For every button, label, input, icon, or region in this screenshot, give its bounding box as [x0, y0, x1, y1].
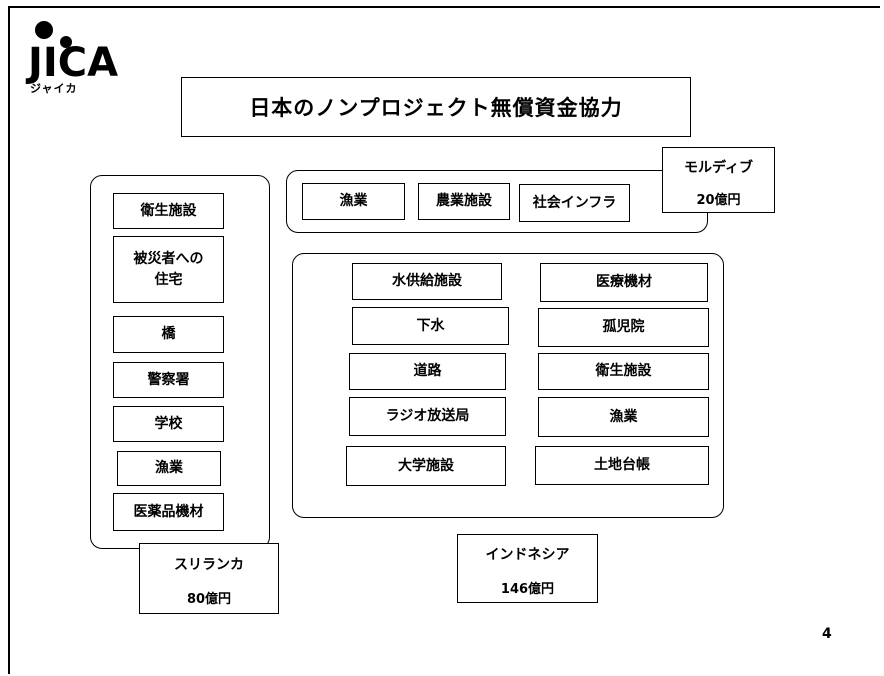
indonesia-item-land-registry: 土地台帳 — [535, 446, 709, 485]
srilanka-name: スリランカ — [174, 557, 244, 573]
jica-logo: JICA — [25, 21, 118, 86]
indonesia-item-sanitation: 衛生施設 — [538, 353, 709, 390]
srilanka-item-bridge: 橋 — [113, 316, 224, 353]
indonesia-item-university: 大学施設 — [346, 446, 506, 486]
srilanka-item-school: 学校 — [113, 406, 224, 442]
srilanka-item-housing: 被災者への 住宅 — [113, 236, 224, 303]
indonesia-label: インドネシア 146億円 — [457, 534, 598, 603]
indonesia-item-roads: 道路 — [349, 353, 506, 390]
indonesia-item-radio: ラジオ放送局 — [349, 397, 506, 436]
maldives-label: モルディブ 20億円 — [662, 147, 775, 213]
srilanka-amount: 80億円 — [186, 592, 232, 607]
page-number: 4 — [822, 626, 832, 642]
indonesia-item-fishery: 漁業 — [538, 397, 709, 437]
maldives-item-fishery: 漁業 — [302, 183, 405, 220]
indonesia-group — [292, 253, 724, 518]
srilanka-item-sanitation: 衛生施設 — [113, 193, 224, 229]
srilanka-item-fishery: 漁業 — [117, 451, 221, 486]
indonesia-item-water-supply: 水供給施設 — [352, 263, 502, 300]
logo-kana: ジャイカ — [30, 82, 78, 95]
maldives-name: モルディブ — [683, 160, 754, 176]
srilanka-label: スリランカ 80億円 — [139, 543, 279, 614]
indonesia-item-orphanage: 孤児院 — [538, 308, 709, 347]
svg-text:JICA: JICA — [25, 40, 118, 86]
indonesia-name: インドネシア — [485, 547, 570, 563]
page-title: 日本のノンプロジェクト無償資金協力 — [181, 77, 691, 137]
indonesia-amount: 146億円 — [500, 582, 555, 597]
indonesia-item-medical-equipment: 医療機材 — [540, 263, 708, 302]
maldives-item-infrastructure: 社会インフラ — [519, 184, 630, 222]
slide-frame — [8, 6, 880, 674]
maldives-item-agriculture: 農業施設 — [418, 183, 510, 220]
srilanka-item-medical: 医薬品機材 — [113, 493, 224, 531]
srilanka-item-housing-label: 被災者への 住宅 — [133, 250, 204, 288]
srilanka-item-police: 警察署 — [113, 362, 224, 398]
maldives-amount: 20億円 — [696, 193, 741, 208]
indonesia-item-sewerage: 下水 — [352, 307, 509, 345]
